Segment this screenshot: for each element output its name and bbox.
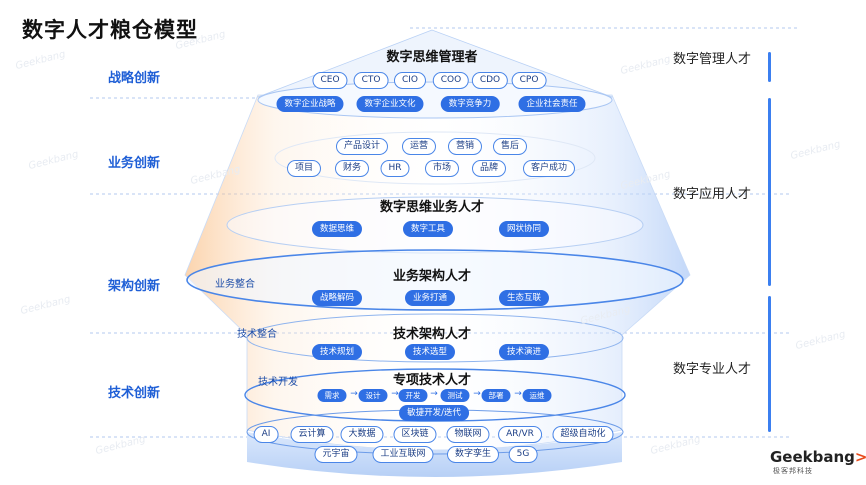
label-digital-management-talent: 数字管理人才 xyxy=(673,52,752,67)
business-tag: 营销 xyxy=(447,138,483,155)
skill-tag: 战略解码 xyxy=(311,290,363,306)
business-tag: HR xyxy=(380,160,410,177)
skill-tag: 技术选型 xyxy=(404,344,456,360)
flow-arrow-icon: → xyxy=(473,389,481,399)
business-tag: 售后 xyxy=(492,138,528,155)
tech-tag: 云计算 xyxy=(290,426,334,443)
tech-tag: 数字孪生 xyxy=(446,446,500,463)
skill-tag: 业务打通 xyxy=(404,290,456,306)
page-title: 数字人才粮仓模型 xyxy=(22,18,198,42)
layer-title-specialist: 专项技术人才 xyxy=(392,373,472,388)
business-tag: 客户成功 xyxy=(522,160,576,177)
flow-step: 需求 xyxy=(317,389,347,402)
strategy-tag: 数字竞争力 xyxy=(440,96,500,112)
flow-arrow-icon: → xyxy=(514,389,522,399)
cxo-tag: COO xyxy=(432,72,470,89)
ring-business xyxy=(274,131,596,185)
flow-step: 部署 xyxy=(481,389,511,402)
tech-tag: 元宇宙 xyxy=(314,446,358,463)
tech-tag: 物联网 xyxy=(446,426,490,443)
label-business-innovation: 业务创新 xyxy=(108,156,161,171)
ring-biz-arch xyxy=(186,249,684,311)
tech-tag: AR/VR xyxy=(498,426,542,443)
cxo-tag: CDO xyxy=(471,72,509,89)
side-label-tech-dev: 技术开发 xyxy=(258,377,298,388)
skill-tag: 技术演进 xyxy=(498,344,550,360)
business-tag: 产品设计 xyxy=(335,138,389,155)
tech-tag: 5G xyxy=(508,446,538,463)
cxo-tag: CIO xyxy=(393,72,427,89)
bar-professional xyxy=(768,296,771,432)
label-architecture-innovation: 架构创新 xyxy=(108,279,161,294)
skill-tag: 网状协同 xyxy=(498,221,550,237)
logo-subtitle: 极客邦科技 xyxy=(773,467,813,475)
skill-tag: 数字工具 xyxy=(402,221,454,237)
business-tag: 市场 xyxy=(424,160,460,177)
tech-tag: AI xyxy=(253,426,279,443)
tech-tag: 超级自动化 xyxy=(552,426,614,443)
skill-tag: 生态互联 xyxy=(498,290,550,306)
label-digital-application-talent: 数字应用人才 xyxy=(673,187,752,202)
business-tag: 项目 xyxy=(286,160,322,177)
cxo-tag: CPO xyxy=(511,72,547,89)
tech-tag: 大数据 xyxy=(340,426,384,443)
business-tag: 运营 xyxy=(401,138,437,155)
layer-title-tech-arch: 技术架构人才 xyxy=(392,327,472,342)
skill-tag: 技术规划 xyxy=(311,344,363,360)
side-label-biz-integration: 业务整合 xyxy=(215,279,255,290)
business-tag: 财务 xyxy=(334,160,370,177)
label-tech-innovation: 技术创新 xyxy=(108,386,161,401)
agile-tag: 敏捷开发/迭代 xyxy=(399,405,469,421)
granary-base xyxy=(247,432,622,477)
label-digital-professional-talent: 数字专业人才 xyxy=(673,362,752,377)
flow-step: 测试 xyxy=(440,389,470,402)
skill-tag: 数据思维 xyxy=(311,221,363,237)
layer-title-biz-thinking: 数字思维业务人才 xyxy=(379,200,485,215)
ring-tech-arch xyxy=(246,313,624,363)
strategy-tag: 数字企业文化 xyxy=(356,96,424,112)
bar-management xyxy=(768,52,771,82)
tech-tag: 区块链 xyxy=(393,426,437,443)
label-strategy-innovation: 战略创新 xyxy=(108,71,161,86)
flow-arrow-icon: → xyxy=(350,389,358,399)
flow-step: 运维 xyxy=(522,389,552,402)
flow-arrow-icon: → xyxy=(430,389,438,399)
layer-title-biz-arch: 业务架构人才 xyxy=(392,269,472,284)
flow-step: 开发 xyxy=(398,389,428,402)
tech-tag: 工业互联网 xyxy=(372,446,434,463)
flow-step: 设计 xyxy=(358,389,388,402)
bar-application xyxy=(768,98,771,286)
business-tag: 品牌 xyxy=(471,160,507,177)
layer-title-digital-manager: 数字思维管理者 xyxy=(386,50,478,65)
strategy-tag: 数字企业战略 xyxy=(276,96,344,112)
strategy-tag: 企业社会责任 xyxy=(518,96,586,112)
cxo-tag: CEO xyxy=(312,72,348,89)
cxo-tag: CTO xyxy=(353,72,389,89)
ring-specialist xyxy=(244,368,626,422)
flow-arrow-icon: → xyxy=(391,389,399,399)
side-label-tech-integration: 技术整合 xyxy=(237,329,277,340)
geekbang-logo: Geekbang> xyxy=(770,448,866,466)
